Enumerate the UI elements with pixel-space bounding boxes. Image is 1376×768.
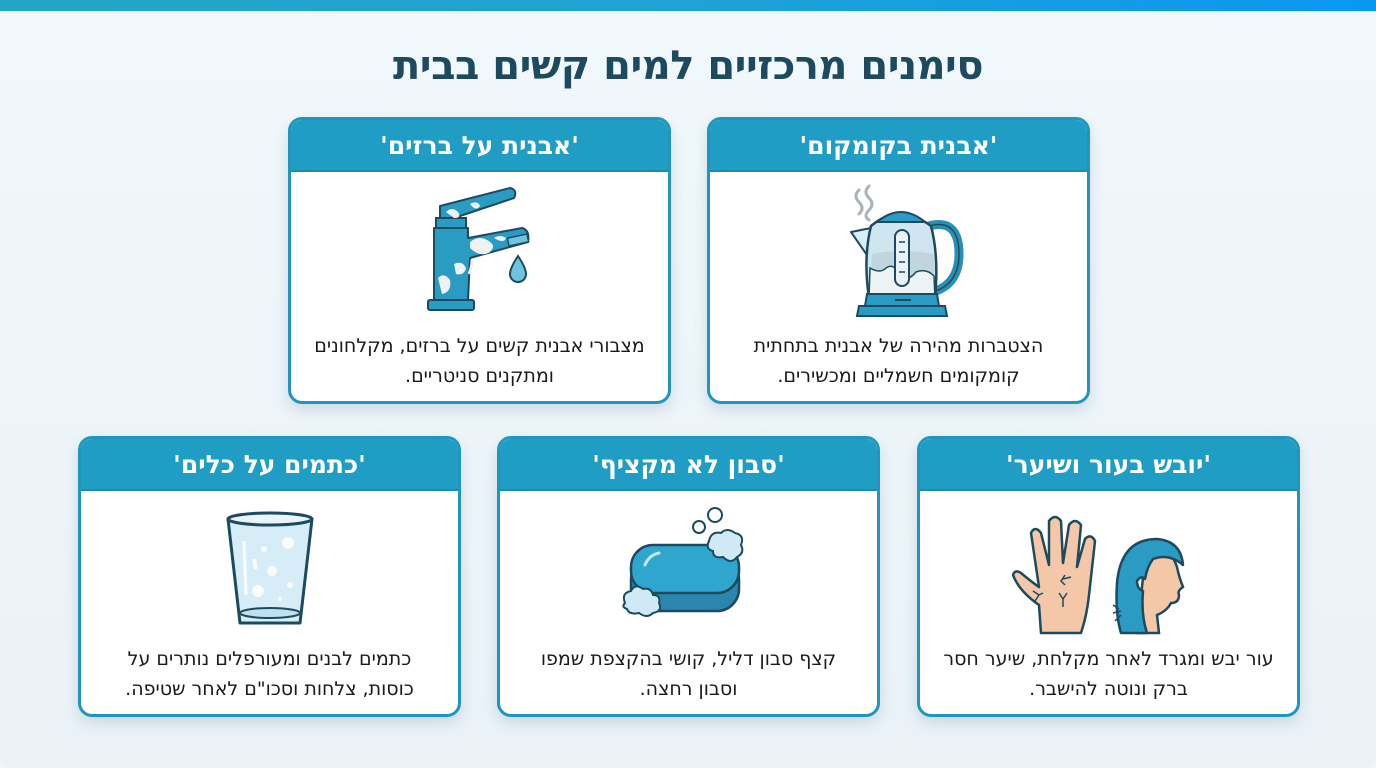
card-description: עור יבש ומגרד לאחר מקלחת, שיער חסר ברק ו… bbox=[943, 648, 1274, 700]
card-title: 'כתמים על כלים' bbox=[81, 439, 458, 491]
faucet-icon bbox=[291, 182, 668, 320]
card-description: כתמים לבנים ומעורפלים נותרים על כוסות, צ… bbox=[125, 648, 414, 700]
card-description: הצטברות מהירה של אבנית בתחתית קומקומים ח… bbox=[753, 335, 1044, 387]
top-accent-bar bbox=[0, 0, 1376, 11]
kettle-icon bbox=[710, 182, 1087, 320]
soap-bar-icon bbox=[500, 505, 877, 635]
page-title: סימנים מרכזיים למים קשים בבית bbox=[392, 43, 984, 89]
card-spots-on-dishes: 'כתמים על כלים' כתמים לבנים ומעורפלים נו… bbox=[78, 436, 461, 717]
card-title: 'סבון לא מקציף' bbox=[500, 439, 877, 491]
spotted-glass-icon bbox=[81, 505, 458, 635]
card-description: מצבורי אבנית קשים על ברזים, מקלחונים ומת… bbox=[314, 335, 645, 387]
card-faucet-scale: 'אבנית על ברזים' מצבורי אבנית קשים על בר… bbox=[288, 117, 671, 404]
card-dry-skin-hair: 'יובש בעור ושיער' עור יבש ומגרד לאחר מקל… bbox=[917, 436, 1300, 717]
card-title: 'יובש בעור ושיער' bbox=[920, 439, 1297, 491]
card-soap-no-lather: 'סבון לא מקציף' קצף סבון דליל, קושי בהקצ… bbox=[497, 436, 880, 717]
card-description: קצף סבון דליל, קושי בהקצפת שמפו וסבון רח… bbox=[540, 648, 837, 700]
dry-skin-hair-icon bbox=[920, 505, 1297, 635]
card-title: 'אבנית בקומקום' bbox=[710, 120, 1087, 172]
card-title: 'אבנית על ברזים' bbox=[291, 120, 668, 172]
card-kettle-scale: 'אבנית בקומקום' bbox=[707, 117, 1090, 404]
